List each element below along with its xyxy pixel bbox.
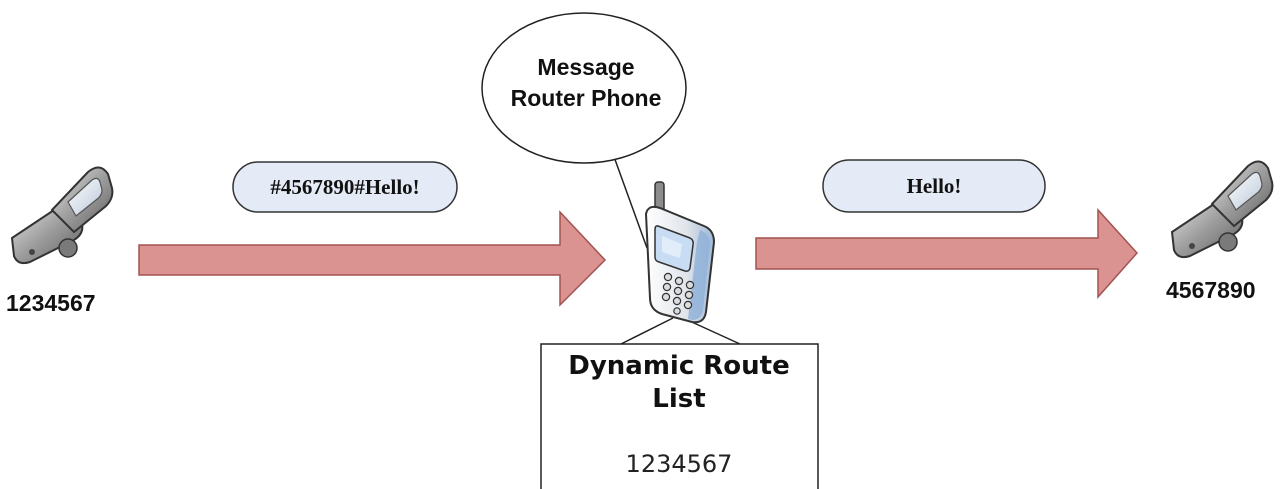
outgoing-message-text: Hello!	[907, 174, 962, 198]
route-list-connector-left	[620, 317, 674, 345]
incoming-message-bubble: #4567890#Hello!	[232, 161, 458, 213]
route-list-box: Dynamic Route List 1234567	[540, 343, 819, 489]
route-list-title-line1: Dynamic Route	[568, 351, 790, 381]
incoming-arrow	[138, 210, 607, 307]
sender-number: 1234567	[6, 290, 96, 316]
receiver-number: 4567890	[1166, 277, 1256, 303]
outgoing-arrow	[755, 208, 1139, 299]
router-phone-icon	[644, 181, 716, 324]
route-list-entry: 1234567	[626, 450, 733, 478]
route-list-title-line2: List	[652, 384, 705, 414]
outgoing-message-bubble: Hello!	[822, 159, 1046, 213]
router-callout-line	[612, 153, 648, 249]
incoming-message-text: #4567890#Hello!	[270, 175, 419, 199]
router-label-bubble: Message Router Phone	[481, 12, 687, 164]
router-label-line1: Message	[537, 54, 634, 80]
router-label-line2: Router Phone	[511, 85, 662, 111]
receiver-phone-icon	[1170, 160, 1274, 259]
sender-phone-icon	[10, 166, 114, 265]
